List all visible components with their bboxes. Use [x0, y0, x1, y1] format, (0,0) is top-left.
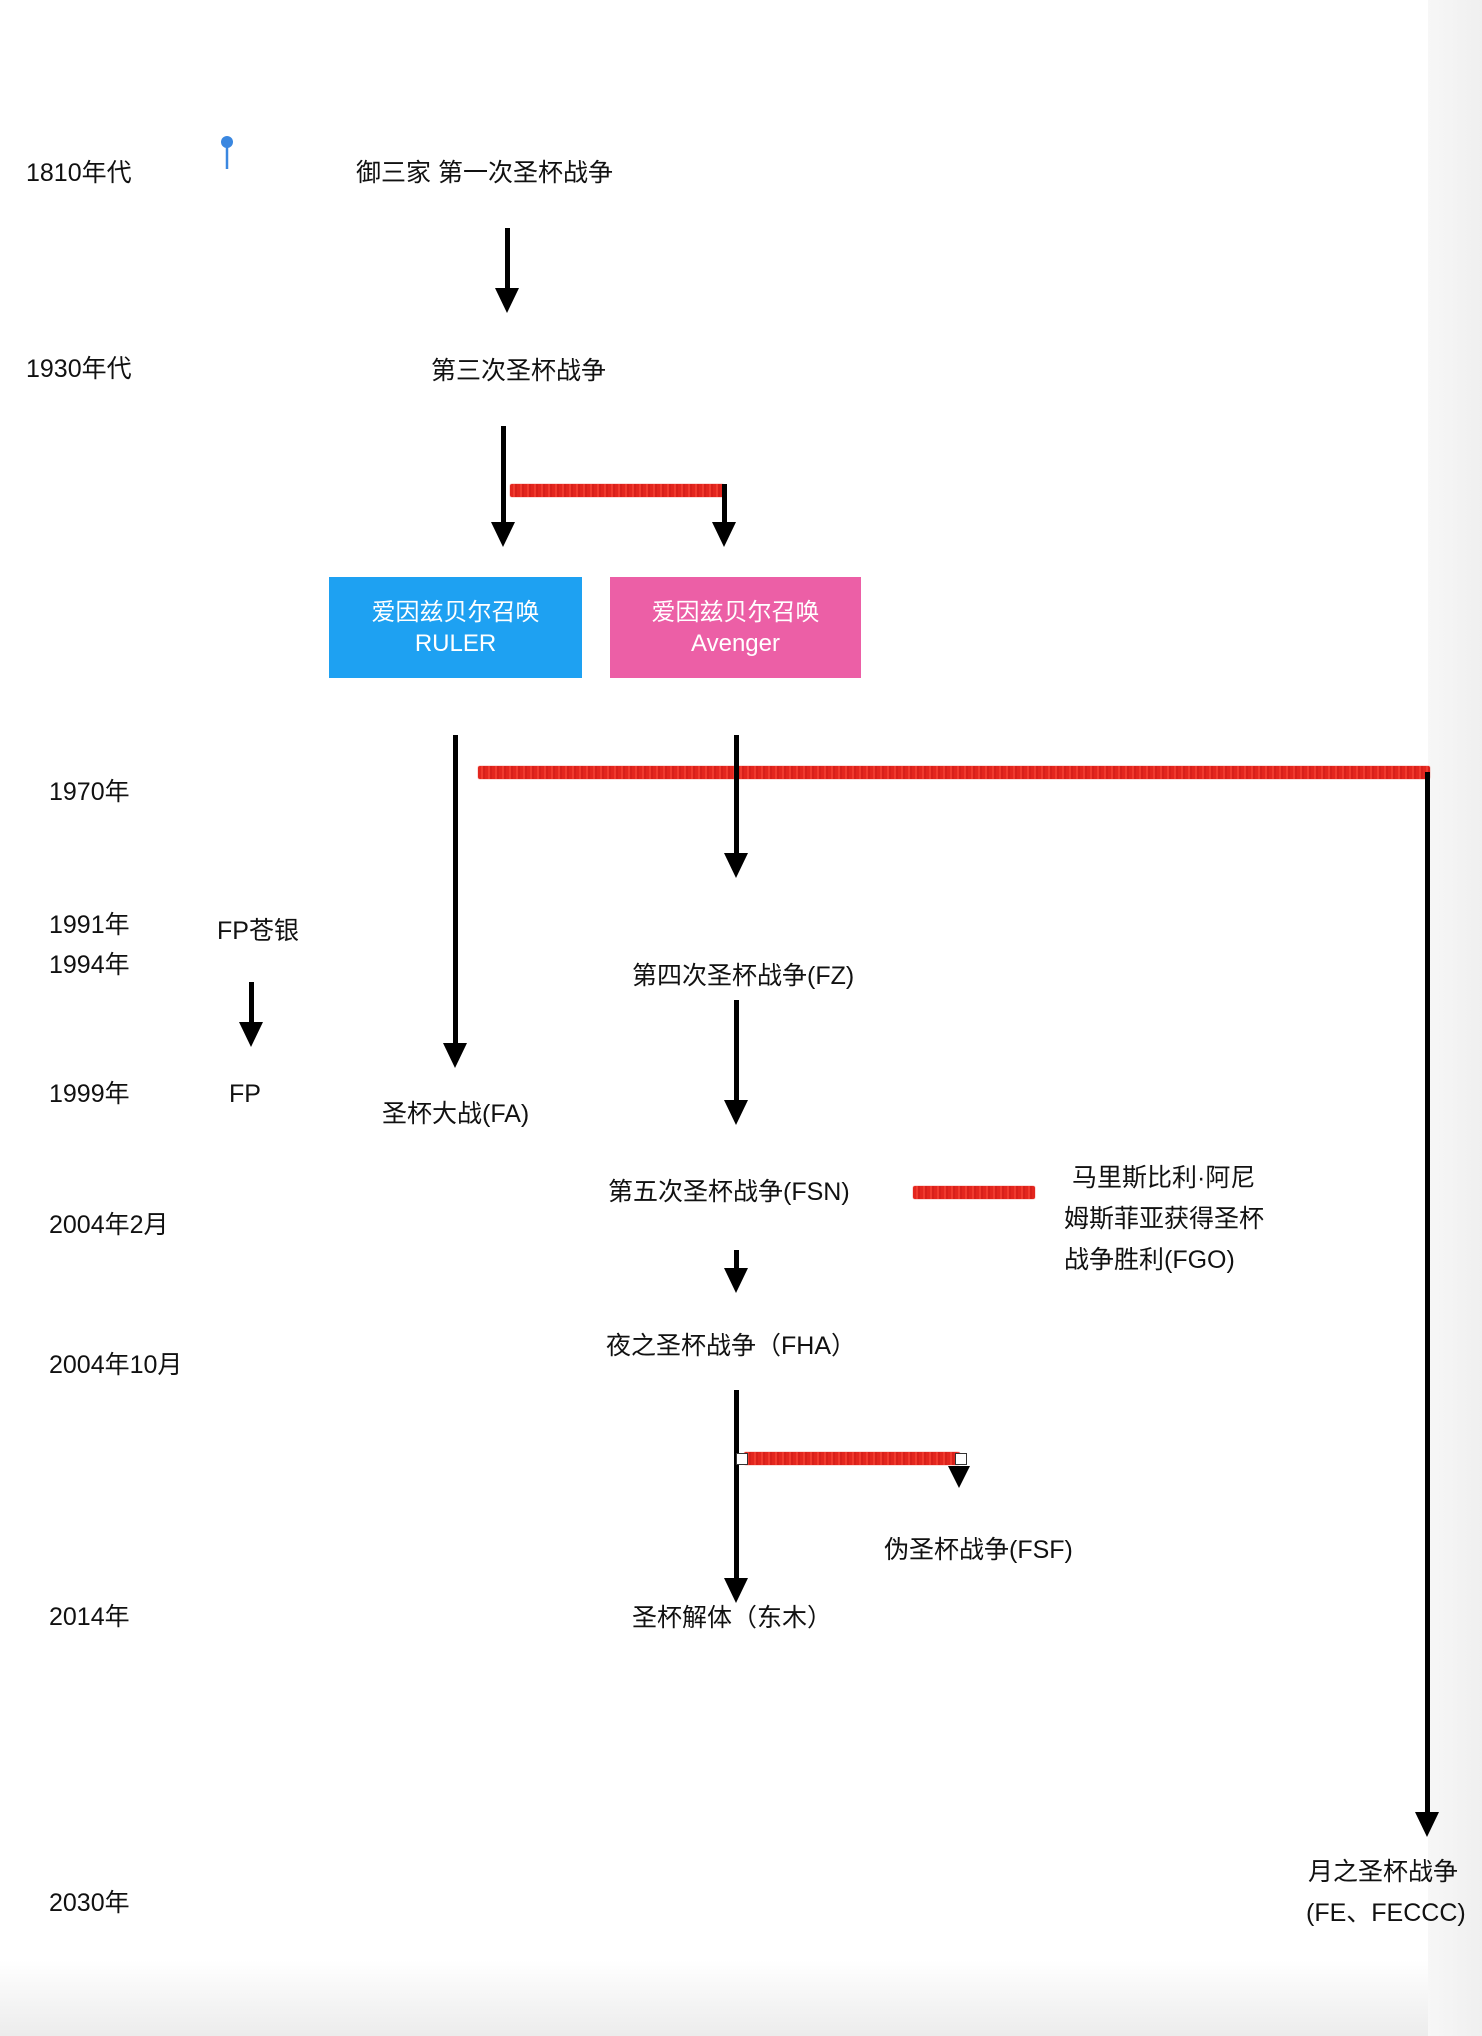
- arrow-head: [724, 1100, 748, 1125]
- arrow-shaft[interactable]: [501, 426, 506, 524]
- year-label: 1991年: [49, 911, 130, 939]
- arrow-head: [724, 853, 748, 878]
- year-label: 1994年: [49, 951, 130, 979]
- event-moon[interactable]: 月之圣杯战争 (FE、FECCC): [1306, 1852, 1466, 1934]
- year-label: 2004年2月: [49, 1211, 169, 1239]
- year-label: 1930年代: [26, 355, 132, 383]
- year-label: 1970年: [49, 778, 130, 806]
- arrow-head: [239, 1022, 263, 1047]
- connector-handle[interactable]: [955, 1453, 967, 1465]
- year-label: 1810年代: [26, 159, 132, 187]
- arrow-shaft[interactable]: [734, 735, 739, 855]
- event-fgo-line2: 姆斯菲亚获得圣杯: [1064, 1205, 1265, 1233]
- arrow-head: [724, 1268, 748, 1293]
- event-fsf[interactable]: 伪圣杯战争(FSF): [884, 1536, 1073, 1564]
- event-fgo-line3: 战争胜利(FGO): [1064, 1246, 1235, 1274]
- event-fifth-war[interactable]: 第五次圣杯战争(FSN): [608, 1178, 850, 1206]
- ruler-box-class: RULER: [414, 629, 497, 657]
- event-moon-line2: (FE、FECCC): [1306, 1899, 1466, 1927]
- arrow-head: [1415, 1812, 1439, 1837]
- event-fourth-war[interactable]: 第四次圣杯战争(FZ): [632, 962, 855, 990]
- arrow-shaft[interactable]: [734, 1000, 739, 1102]
- arrow-shaft[interactable]: [249, 982, 254, 1024]
- arrow-head: [948, 1466, 970, 1488]
- year-label: 2004年10月: [49, 1351, 183, 1379]
- arrow-shaft[interactable]: [1425, 772, 1430, 1814]
- branch-line[interactable]: [913, 1186, 1035, 1199]
- arrow-shaft[interactable]: [505, 228, 510, 290]
- event-great-war[interactable]: 圣杯大战(FA): [382, 1100, 530, 1128]
- arrow-head: [724, 1578, 748, 1603]
- ruler-box-title: 爱因兹贝尔召唤: [371, 598, 540, 626]
- arrow-shaft[interactable]: [453, 735, 458, 1045]
- arrow-shaft[interactable]: [722, 484, 727, 524]
- event-fp[interactable]: FP: [229, 1080, 261, 1108]
- year-label: 2030年: [49, 1889, 130, 1917]
- arrow-head: [491, 522, 515, 547]
- event-fgo[interactable]: 马里斯比利·阿尼 姆斯菲亚获得圣杯 战争胜利(FGO): [1064, 1158, 1264, 1281]
- pin-icon[interactable]: [220, 135, 234, 171]
- event-fha[interactable]: 夜之圣杯战争（FHA）: [606, 1332, 857, 1360]
- arrow-head: [443, 1043, 467, 1068]
- avenger-box[interactable]: 爱因兹贝尔召唤 Avenger: [610, 577, 861, 678]
- event-first-war[interactable]: 御三家 第一次圣杯战争: [356, 159, 613, 187]
- arrow-head: [495, 288, 519, 313]
- year-label: 2014年: [49, 1603, 130, 1631]
- arrow-shaft[interactable]: [734, 1250, 739, 1270]
- event-third-war[interactable]: 第三次圣杯战争: [431, 357, 607, 385]
- year-label: 1999年: [49, 1080, 130, 1108]
- connector-handle[interactable]: [736, 1453, 748, 1465]
- avenger-box-class: Avenger: [691, 629, 780, 657]
- arrow-shaft[interactable]: [734, 1390, 739, 1580]
- event-fp-soukin[interactable]: FP苍银: [217, 917, 299, 945]
- event-moon-line1: 月之圣杯战争: [1308, 1858, 1459, 1886]
- ruler-box[interactable]: 爱因兹贝尔召唤 RULER: [329, 577, 582, 678]
- side-panel: [1428, 0, 1482, 2036]
- branch-line[interactable]: [510, 484, 724, 497]
- arrow-head: [712, 522, 736, 547]
- event-dismantle[interactable]: 圣杯解体（东木）: [632, 1604, 833, 1632]
- avenger-box-title: 爱因兹贝尔召唤: [651, 598, 820, 626]
- branch-line[interactable]: [744, 1452, 960, 1465]
- event-fgo-line1: 马里斯比利·阿尼: [1072, 1164, 1256, 1192]
- branch-line[interactable]: [478, 766, 1430, 779]
